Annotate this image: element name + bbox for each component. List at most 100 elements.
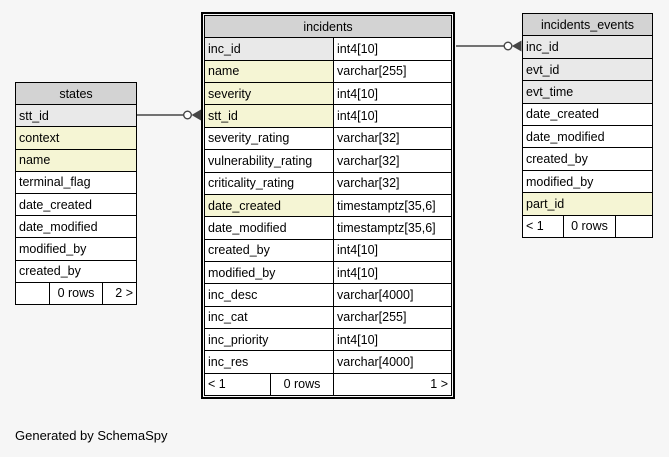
column-row: terminal_flag (16, 170, 136, 194)
column-name: inc_cat (205, 306, 334, 329)
related-parents-cell: < 1 (205, 373, 271, 396)
column-type: int4[10] (334, 329, 451, 351)
column-type: varchar[4000] (334, 284, 451, 306)
crows-foot-arrow (191, 109, 201, 121)
column-name: inc_priority (205, 329, 334, 351)
column-type: timestamptz[35,6] (334, 194, 451, 217)
generated-by-note: Generated by SchemaSpy (15, 428, 168, 443)
column-name: part_id (523, 193, 652, 215)
column-type: int4[10] (334, 261, 451, 284)
column-name: modified_by (523, 170, 652, 193)
column-name: context (16, 127, 136, 149)
row-count-cell: 0 rows (271, 373, 334, 396)
column-type: varchar[32] (334, 150, 451, 172)
table-footer: 0 rows 2 > (16, 281, 136, 305)
column-name: stt_id (16, 105, 136, 127)
column-row: part_id (523, 192, 652, 215)
column-row: context (16, 126, 136, 149)
column-name: severity_rating (205, 127, 334, 150)
column-type: int4[10] (334, 239, 451, 261)
column-name: created_by (523, 148, 652, 170)
column-name: date_created (523, 103, 652, 126)
column-name: created_by (16, 260, 136, 282)
column-name: date_modified (16, 216, 136, 238)
column-name: modified_by (16, 238, 136, 260)
column-row: date_created (16, 193, 136, 216)
row-count-cell: 0 rows (50, 282, 103, 305)
column-type: int4[10] (334, 83, 451, 105)
column-row: modified_by (523, 169, 652, 193)
column-type: varchar[255] (334, 306, 451, 329)
zero-or-one-marker (503, 41, 513, 51)
column-name: evt_id (523, 58, 652, 81)
column-type: varchar[4000] (334, 351, 451, 373)
column-type: varchar[32] (334, 127, 451, 150)
column-name: name (205, 60, 334, 83)
column-name: terminal_flag (16, 171, 136, 194)
column-name: inc_res (205, 351, 334, 373)
column-name: vulnerability_rating (205, 150, 334, 172)
column-row: created_by (16, 259, 136, 282)
fk-edge-incidents-incidents-events (456, 40, 522, 52)
column-row: modified_by (16, 237, 136, 260)
column-name: date_created (16, 194, 136, 216)
column-name: date_created (205, 194, 334, 217)
column-row: name (16, 148, 136, 171)
table-title[interactable]: incidents_events (523, 14, 652, 36)
column-row: created_by (523, 147, 652, 170)
column-type: int4[10] (334, 105, 451, 127)
table-title[interactable]: incidents (205, 16, 451, 38)
row-count-cell: 0 rows (564, 215, 616, 238)
column-name: severity (205, 83, 334, 105)
column-row: stt_id (16, 104, 136, 127)
column-type: int4[10] (334, 38, 451, 60)
column-name: inc_id (523, 36, 652, 58)
column-row: inc_id (523, 35, 652, 58)
column-row: evt_id (523, 57, 652, 81)
column-name: name (16, 149, 136, 171)
related-parents-cell (16, 282, 50, 305)
fk-edge-states-incidents (136, 109, 201, 121)
column-name: stt_id (205, 105, 334, 127)
crows-foot-arrow (511, 40, 522, 52)
related-children-cell (616, 216, 652, 237)
related-parents-cell: < 1 (523, 215, 564, 238)
column-name: modified_by (205, 261, 334, 284)
column-name: date_modified (523, 126, 652, 148)
column-row: date_modified (16, 215, 136, 238)
zero-or-one-marker (182, 110, 192, 120)
column-name: inc_desc (205, 284, 334, 306)
related-children-cell: 1 > (430, 377, 448, 392)
column-row: date_created (523, 102, 652, 126)
column-row: evt_time (523, 80, 652, 103)
table-title[interactable]: states (16, 83, 136, 105)
column-row: date_modified (523, 125, 652, 148)
column-type: varchar[32] (334, 172, 451, 194)
column-type: varchar[255] (334, 60, 451, 83)
column-name: date_modified (205, 217, 334, 239)
related-children-cell: 2 > (115, 286, 133, 301)
column-name: inc_id (205, 38, 334, 60)
column-name: evt_time (523, 81, 652, 103)
